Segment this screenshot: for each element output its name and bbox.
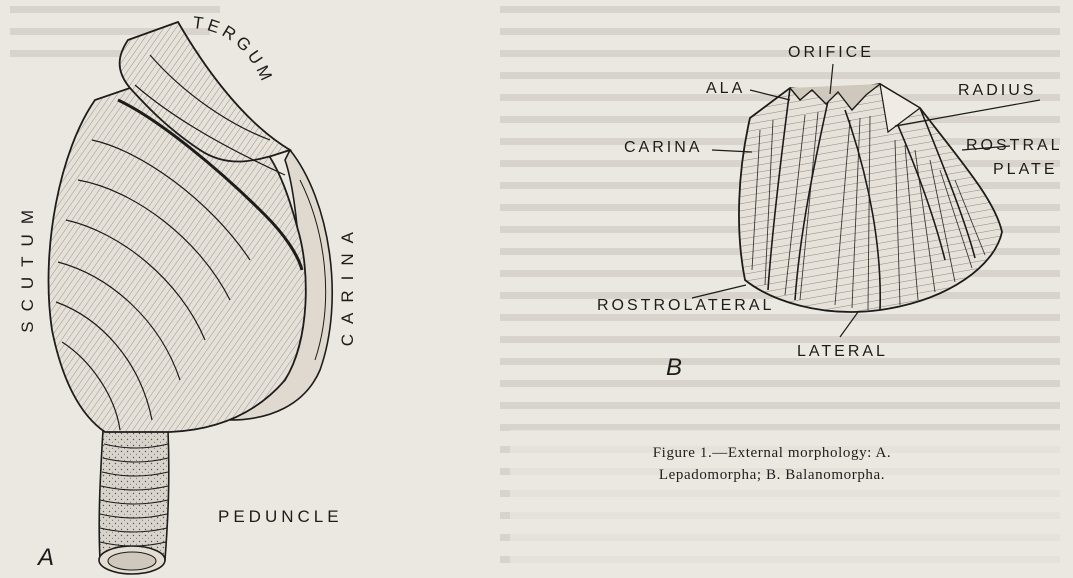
label-rostral-plate-line1: ROSTRAL [966,137,1063,155]
label-radius: RADIUS [958,82,1036,100]
label-carina-b: CARINA [624,139,702,157]
barnacle-shell [739,84,1002,312]
label-orifice: ORIFICE [788,44,874,62]
panel-letter-b: B [666,354,682,382]
label-lateral: LATERAL [797,343,888,361]
caption-line-2: Lepadomorpha; B. Balanomorpha. [562,464,982,486]
caption-line-1: Figure 1.—External morphology: A. [562,442,982,464]
label-ala: ALA [706,80,745,98]
label-rostral-plate-line2: PLATE [993,161,1058,179]
label-rostrolateral: ROSTROLATERAL [597,297,774,315]
figure-caption: Figure 1.—External morphology: A. Lepado… [562,442,982,486]
